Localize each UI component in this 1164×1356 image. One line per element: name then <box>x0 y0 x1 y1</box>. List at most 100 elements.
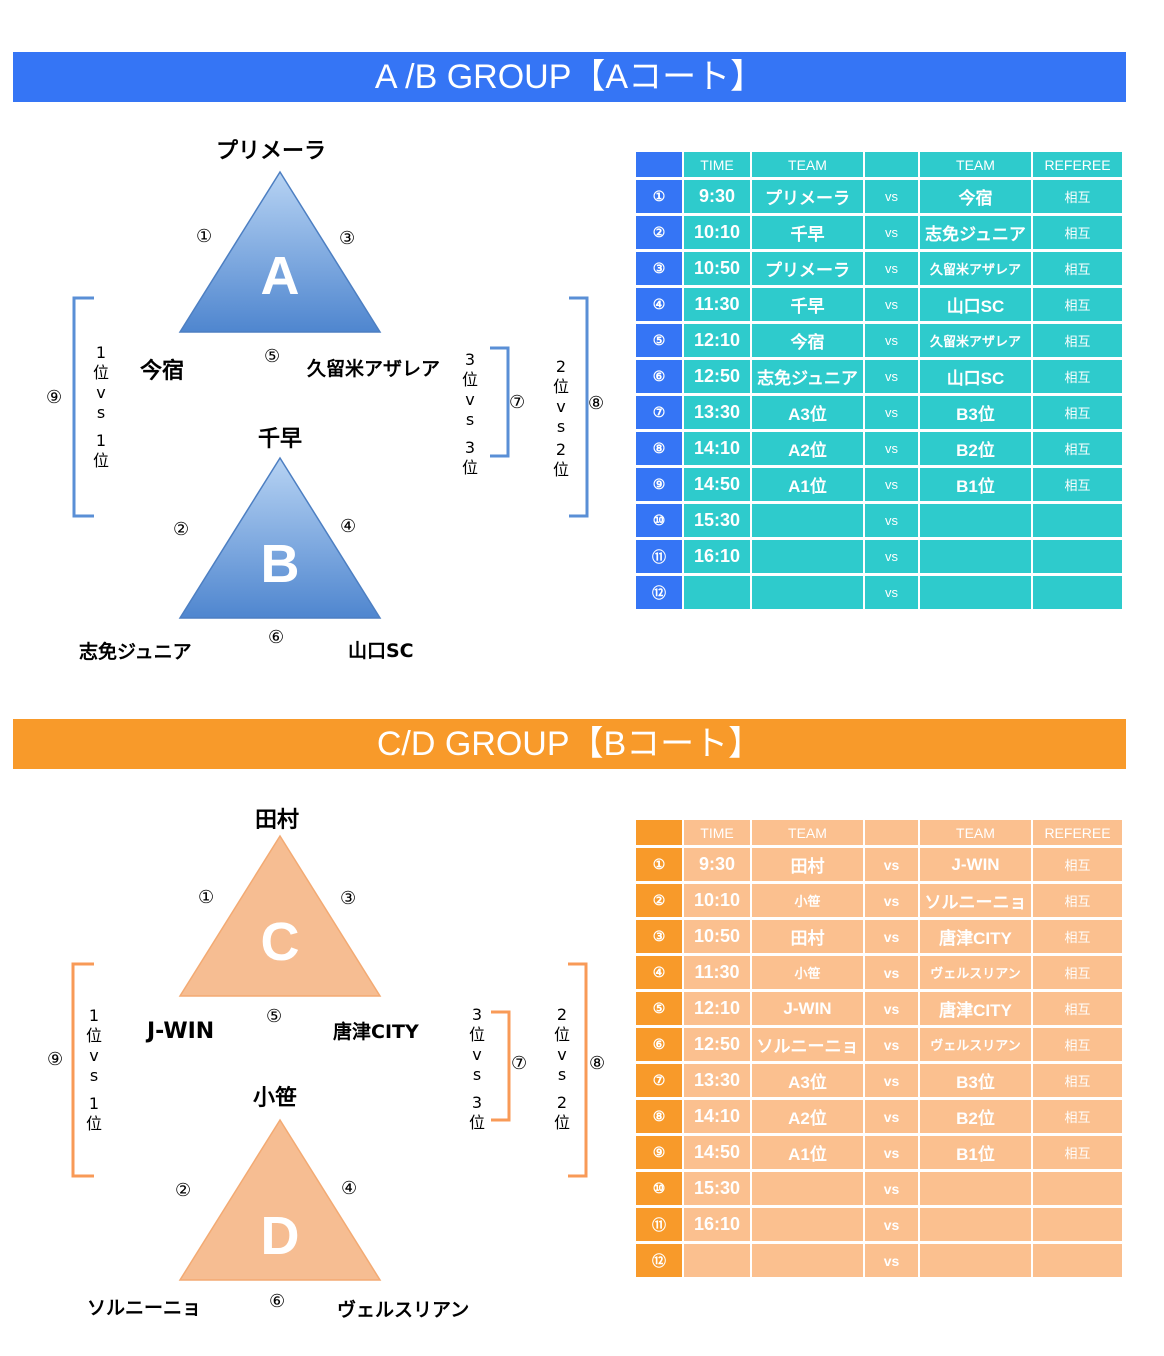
referee: 相互 <box>1033 252 1122 285</box>
header-time: TIME <box>684 820 750 845</box>
match-index: ③ <box>636 920 682 953</box>
group-b-letter: B <box>261 534 300 594</box>
match-time: 12:50 <box>684 360 750 393</box>
team-2: J-WIN <box>920 848 1031 881</box>
team-1: 志免ジュニア <box>752 360 863 393</box>
bracket-7-number: ⑦ <box>509 392 526 413</box>
team-1: A3位 <box>752 396 863 429</box>
vs-label: vs <box>865 1244 918 1277</box>
team-1: A2位 <box>752 1100 863 1133</box>
match-6-marker: ⑥ <box>269 1291 286 1312</box>
team-2: ヴェルスリアン <box>920 1028 1031 1061</box>
match-index: ⑦ <box>636 1064 682 1097</box>
vs-label: vs <box>865 360 918 393</box>
match-time: 12:10 <box>684 324 750 357</box>
vs-label: vs <box>865 576 918 609</box>
team-1 <box>752 504 863 537</box>
match-time: 9:30 <box>684 180 750 213</box>
bracket-9-number: ⑨ <box>47 1049 64 1070</box>
vs-label: vs <box>865 468 918 501</box>
match-index: ⑦ <box>636 396 682 429</box>
team-1 <box>752 1172 863 1205</box>
vs-label: vs <box>865 992 918 1025</box>
bracket-9-text-bottom: 1 位 <box>92 431 109 470</box>
group-d-left-team: ソルニーニョ <box>87 1297 202 1319</box>
team-2: 久留米アザレア <box>920 324 1031 357</box>
match-5-marker: ⑤ <box>266 1006 283 1027</box>
match-time: 13:30 <box>684 1064 750 1097</box>
vs-label: vs <box>865 252 918 285</box>
bracket-7-text-bottom: 3 位 <box>468 1093 485 1132</box>
team-2: B2位 <box>920 432 1031 465</box>
referee: 相互 <box>1033 288 1122 321</box>
team-1: A2位 <box>752 432 863 465</box>
match-index: ② <box>636 884 682 917</box>
match-time: 11:30 <box>684 288 750 321</box>
group-a-left-team: 今宿 <box>140 359 185 384</box>
match-index: ⑨ <box>636 1136 682 1169</box>
team-1: 小笹 <box>752 884 863 917</box>
team-2 <box>920 540 1031 573</box>
match-time: 14:10 <box>684 432 750 465</box>
team-2 <box>920 1172 1031 1205</box>
referee: 相互 <box>1033 1136 1122 1169</box>
team-2: ソルニーニョ <box>920 884 1031 917</box>
team-2: B1位 <box>920 1136 1031 1169</box>
bracket-8-text-top: 2 位 v s <box>553 1005 570 1084</box>
ab-schedule-header: TIME TEAM TEAM REFEREE <box>636 152 1122 177</box>
match-time: 12:10 <box>684 992 750 1025</box>
group-b-left-team: 志免ジュニア <box>79 641 192 663</box>
vs-label: vs <box>865 432 918 465</box>
vs-label: vs <box>865 1136 918 1169</box>
team-1: 田村 <box>752 920 863 953</box>
referee <box>1033 576 1122 609</box>
referee <box>1033 540 1122 573</box>
bracket-9-text-top: 1 位 v s <box>85 1006 102 1085</box>
team-2: B2位 <box>920 1100 1031 1133</box>
referee: 相互 <box>1033 848 1122 881</box>
header-index <box>636 820 682 845</box>
team-2: 久留米アザレア <box>920 252 1031 285</box>
team-1: A1位 <box>752 468 863 501</box>
group-a-right-team: 久留米アザレア <box>307 358 441 380</box>
match-time: 16:10 <box>684 1208 750 1241</box>
group-a-letter: A <box>261 246 300 306</box>
header-team-1: TEAM <box>752 152 863 177</box>
match-4-marker: ④ <box>340 516 357 537</box>
referee: 相互 <box>1033 1100 1122 1133</box>
team-2: 志免ジュニア <box>920 216 1031 249</box>
referee: 相互 <box>1033 360 1122 393</box>
bracket-9-number: ⑨ <box>46 387 63 408</box>
team-1 <box>752 576 863 609</box>
match-1-marker: ① <box>196 226 213 247</box>
group-c-right-team: 唐津CITY <box>333 1021 419 1043</box>
match-time <box>684 576 750 609</box>
team-2: 今宿 <box>920 180 1031 213</box>
team-2 <box>920 1244 1031 1277</box>
match-time: 13:30 <box>684 396 750 429</box>
team-2: 山口SC <box>920 360 1031 393</box>
referee: 相互 <box>1033 180 1122 213</box>
referee <box>1033 1244 1122 1277</box>
team-1: プリメーラ <box>752 180 863 213</box>
cd-schedule-header: TIME TEAM TEAM REFEREE <box>636 820 1122 845</box>
team-2: 唐津CITY <box>920 920 1031 953</box>
group-c-letter: C <box>261 912 300 972</box>
team-1 <box>752 1208 863 1241</box>
match-3-marker: ③ <box>340 888 357 909</box>
vs-label: vs <box>865 1208 918 1241</box>
team-1: 今宿 <box>752 324 863 357</box>
team-2: 唐津CITY <box>920 992 1031 1025</box>
bracket-9 <box>71 962 94 1178</box>
